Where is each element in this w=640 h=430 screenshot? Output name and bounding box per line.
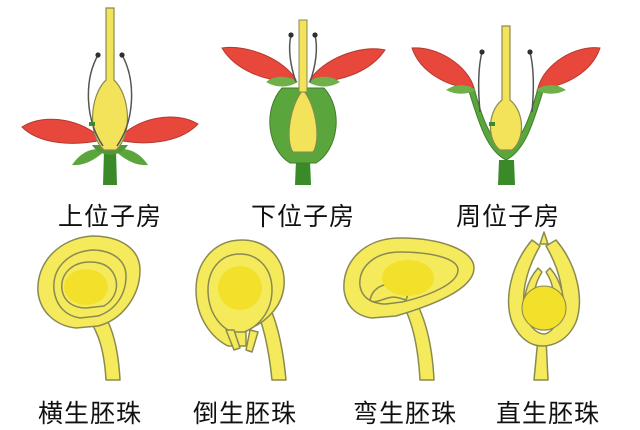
- left-stamen: [477, 51, 483, 113]
- perigynous-ovary-flower: [411, 25, 601, 185]
- right-anther: [527, 49, 533, 55]
- label-campylotropous-ovule: 弯生胚珠: [352, 399, 458, 428]
- embryo-sac: [64, 269, 108, 305]
- right-stamen: [529, 51, 535, 113]
- right-stamen: [309, 34, 318, 83]
- right-sepal: [114, 148, 148, 166]
- pistil: [489, 25, 523, 151]
- amphitropous-ovule: [37, 235, 141, 381]
- label-inferior-ovary: 下位子房: [250, 202, 356, 231]
- left-stamen: [288, 34, 297, 83]
- left-anther: [288, 32, 294, 38]
- pistil: [92, 7, 128, 151]
- right-anther: [312, 32, 318, 38]
- embryo-sac: [382, 260, 434, 296]
- label-amphitropous-ovule: 横生胚珠: [37, 399, 143, 428]
- superior-ovary-flower: [21, 7, 199, 185]
- anatropous-ovule: [195, 239, 287, 381]
- right-petal: [537, 47, 601, 89]
- stem: [295, 160, 311, 185]
- micropyle-tips: [539, 231, 549, 245]
- left-anther: [95, 52, 101, 58]
- stem: [498, 160, 515, 185]
- left-anther: [479, 49, 485, 55]
- inferior-ovary-flower: [221, 19, 386, 185]
- right-sepal: [308, 76, 340, 87]
- label-anatropous-ovule: 倒生胚珠: [192, 399, 298, 428]
- orthotropous-ovule: [507, 231, 581, 381]
- embryo-sac: [218, 266, 262, 310]
- ovary: [288, 89, 318, 153]
- right-stamen: [116, 54, 133, 147]
- label-orthotropous-ovule: 直生胚珠: [495, 399, 601, 428]
- left-sepal: [446, 85, 476, 94]
- right-sepal: [536, 85, 566, 94]
- left-sepal: [72, 148, 106, 166]
- nectary-dot: [89, 122, 95, 126]
- stem: [103, 150, 117, 185]
- left-petal: [221, 46, 297, 82]
- left-stamen: [87, 54, 104, 147]
- right-petal: [309, 48, 386, 82]
- label-superior-ovary: 上位子房: [57, 202, 163, 231]
- right-petal: [117, 116, 199, 144]
- right-anther: [119, 52, 125, 58]
- nectary-dot: [489, 122, 495, 126]
- label-perigynous-ovary: 周位子房: [455, 202, 561, 231]
- embryo-sac: [521, 285, 567, 331]
- left-petal: [411, 47, 475, 89]
- campylotropous-ovule: [343, 237, 475, 381]
- micropyle-flaps: [225, 329, 259, 353]
- left-sepal: [266, 76, 298, 87]
- style: [298, 19, 308, 93]
